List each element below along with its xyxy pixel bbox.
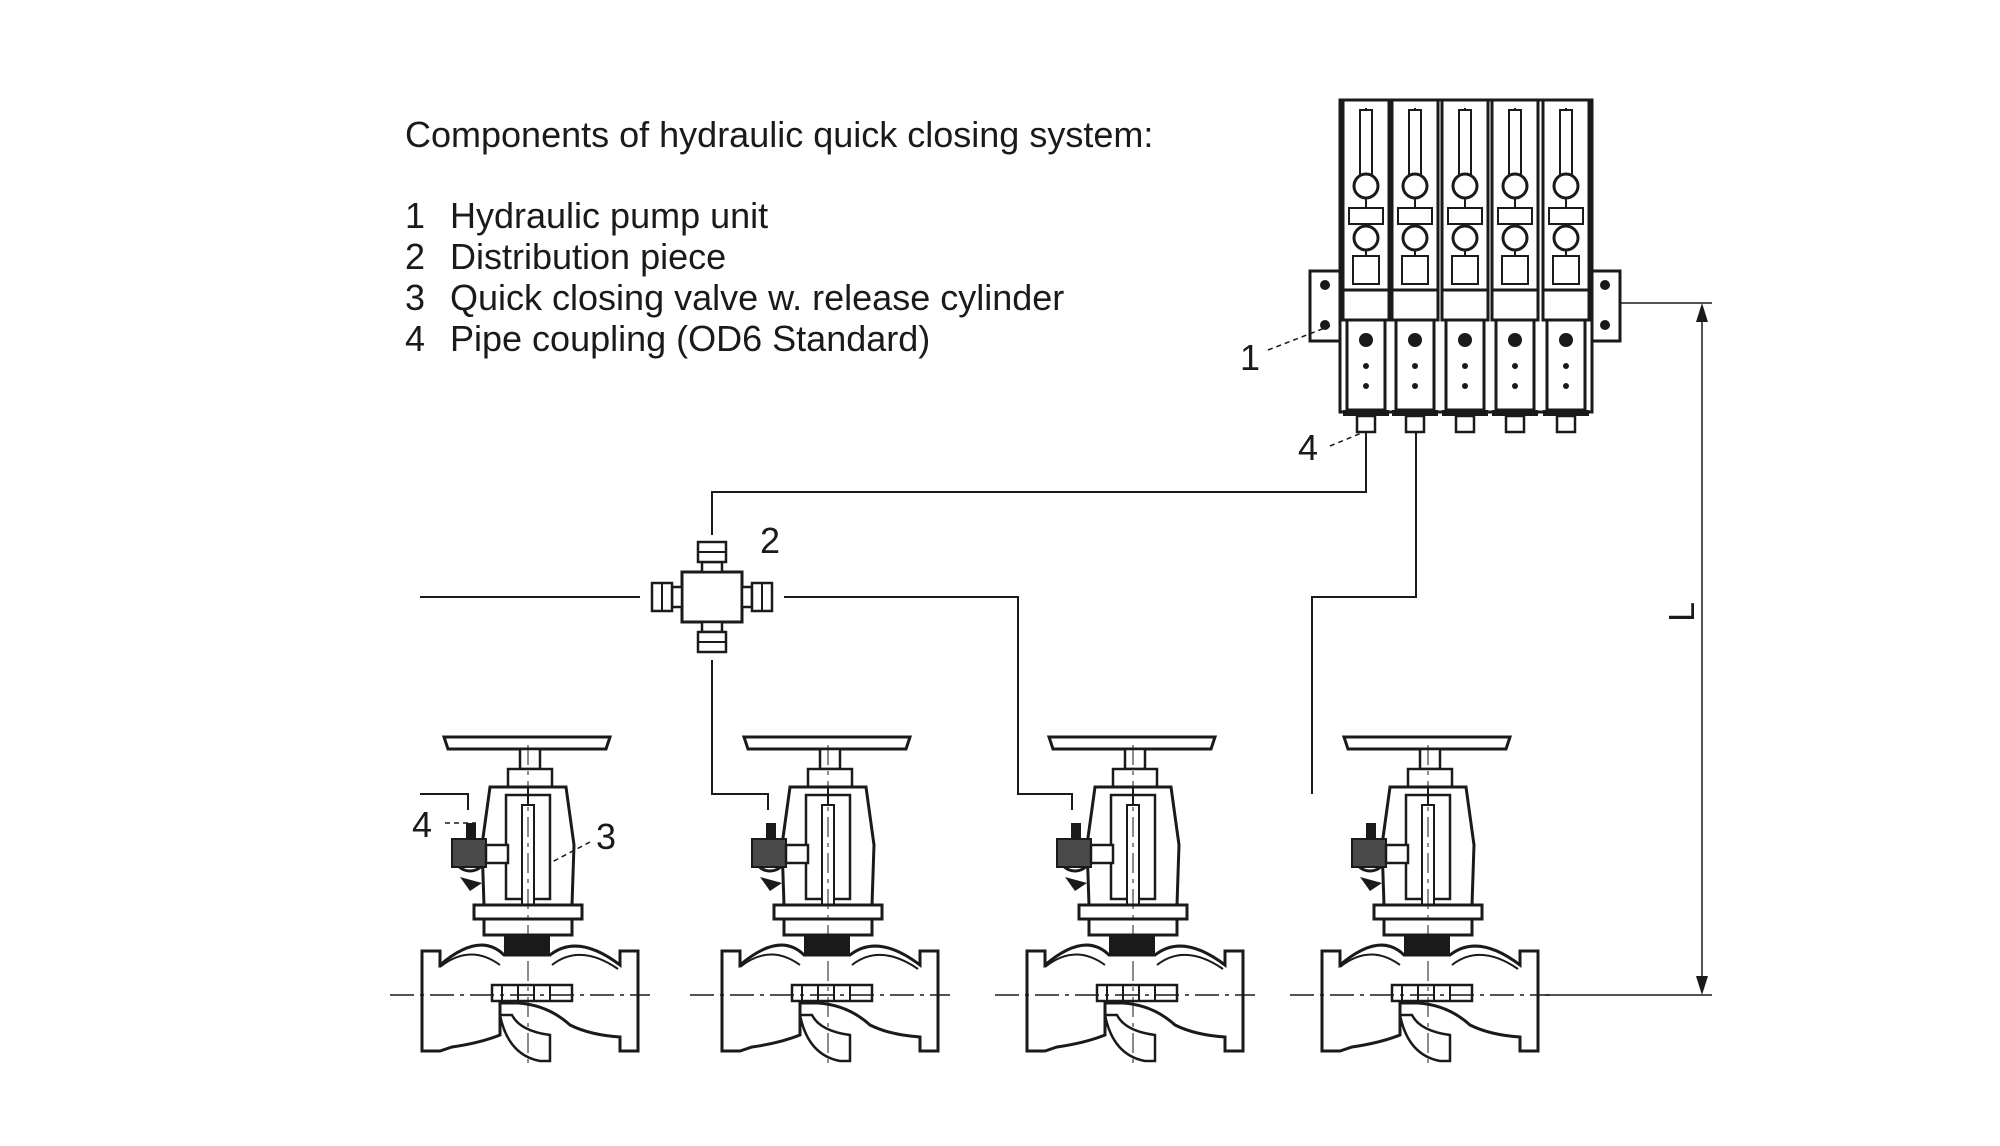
quick-closing-valve bbox=[688, 735, 952, 1067]
callout-leaders bbox=[445, 325, 1365, 863]
distribution-piece bbox=[650, 540, 774, 654]
pump-column bbox=[1440, 98, 1490, 434]
pipe-distribution-to-valve-3 bbox=[784, 596, 1073, 810]
dimension-l bbox=[1545, 302, 1712, 996]
legend-item-text: Quick closing valve w. release cylinder bbox=[450, 277, 1065, 318]
callout-pump-coupling: 4 bbox=[1298, 427, 1318, 468]
legend-item-text: Hydraulic pump unit bbox=[450, 195, 769, 236]
pipe-pump-to-distribution bbox=[711, 432, 1367, 535]
pipe-distribution-to-valve-2 bbox=[711, 660, 769, 810]
legend-item-4: 4 Pipe coupling (OD6 Standard) bbox=[405, 318, 1305, 359]
hydraulic-pipes bbox=[420, 432, 1417, 810]
legend-item-2: 2 Distribution piece bbox=[405, 236, 1305, 277]
legend-item-1: 1 Hydraulic pump unit bbox=[405, 195, 1305, 236]
distribution-fitting-right bbox=[740, 581, 774, 613]
legend-title: Components of hydraulic quick closing sy… bbox=[405, 114, 1154, 155]
distribution-fitting-bottom bbox=[696, 620, 728, 654]
legend-item-3: 3 Quick closing valve w. release cylinde… bbox=[405, 277, 1305, 318]
pump-column bbox=[1541, 98, 1591, 434]
component-legend: Components of hydraulic quick closing sy… bbox=[405, 113, 1305, 359]
pump-column bbox=[1390, 98, 1440, 434]
legend-item-number: 4 bbox=[405, 318, 426, 359]
legend-item-text: Distribution piece bbox=[450, 236, 727, 277]
legend-item-number: 1 bbox=[405, 195, 426, 236]
legend-item-number: 3 bbox=[405, 277, 426, 318]
callout-pump-unit: 1 bbox=[1240, 337, 1260, 378]
leader-valve bbox=[551, 841, 591, 863]
leader-pump-unit bbox=[1267, 325, 1331, 351]
legend-item-number: 2 bbox=[405, 236, 426, 277]
callout-valve-coupling: 4 bbox=[412, 804, 432, 845]
dimension-l-label: L bbox=[1661, 602, 1702, 622]
pump-column bbox=[1341, 98, 1391, 434]
legend-item-text: Pipe coupling (OD6 Standard) bbox=[450, 318, 931, 359]
quick-closing-valve bbox=[993, 735, 1257, 1067]
quick-closing-valve bbox=[388, 735, 652, 1067]
quick-closing-valve bbox=[1288, 735, 1552, 1067]
callout-distribution-piece: 2 bbox=[760, 520, 780, 561]
leader-pump-coupling bbox=[1329, 431, 1365, 447]
dimension-arrow-top bbox=[1696, 303, 1708, 322]
callout-valve: 3 bbox=[596, 816, 616, 857]
distribution-block bbox=[680, 570, 744, 624]
dimension-arrow-bottom bbox=[1696, 976, 1708, 995]
hydraulic-pump-unit bbox=[1308, 98, 1622, 434]
pipe-to-valve-1 bbox=[420, 793, 469, 810]
distribution-fitting-left bbox=[650, 581, 684, 613]
distribution-fitting-top bbox=[696, 540, 728, 574]
pipe-pump-to-valve-4 bbox=[1311, 432, 1417, 794]
pump-column bbox=[1490, 98, 1540, 434]
